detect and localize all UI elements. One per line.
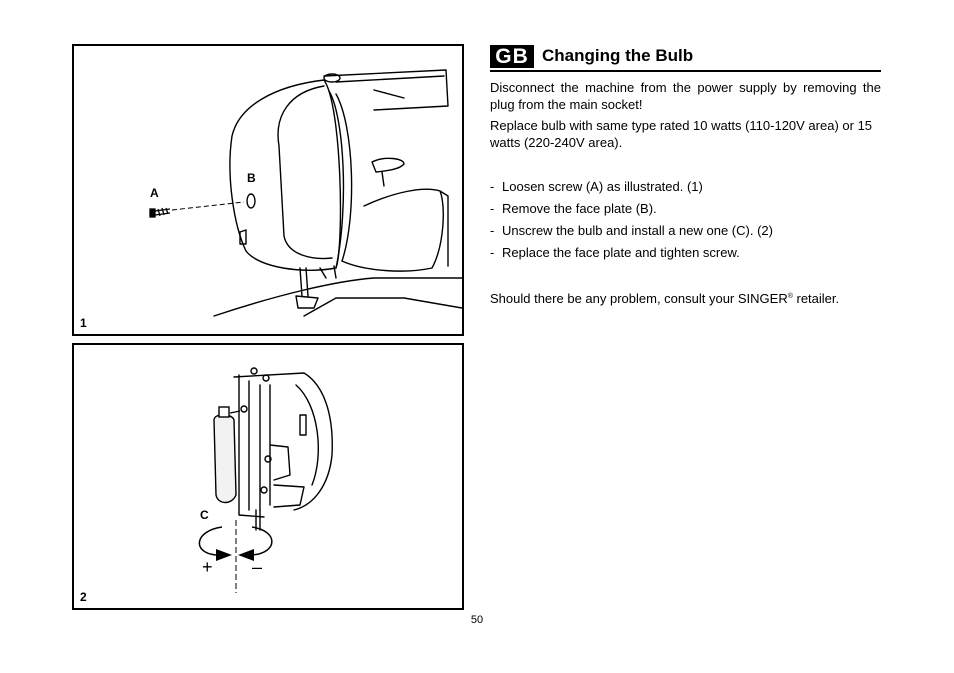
sewing-machine-head-illustration	[149, 69, 462, 317]
figure-number: 2	[80, 590, 87, 604]
list-item: -Replace the face plate and tighten scre…	[490, 245, 740, 260]
callout-a: A	[150, 186, 159, 200]
figure-2-bulb: C + – 2	[72, 343, 464, 610]
paragraph-bulb-rating: Replace bulb with same type rated 10 wat…	[490, 118, 873, 150]
callout-b: B	[247, 171, 256, 185]
list-item: -Loosen screw (A) as illustrated. (1)	[490, 179, 703, 194]
loosen-minus-sign: –	[252, 557, 263, 577]
list-item: -Remove the face plate (B).	[490, 201, 657, 216]
figure-1-face-plate: A B 1	[72, 44, 464, 336]
bulb-replacement-illustration	[198, 367, 333, 593]
section-header: GB Changing the Bulb	[490, 44, 881, 72]
list-item: -Unscrew the bulb and install a new one …	[490, 223, 773, 238]
page-number: 50	[470, 614, 484, 626]
callout-c: C	[200, 508, 209, 522]
instruction-steps: -Loosen screw (A) as illustrated. (1) -R…	[490, 178, 773, 266]
figure-number: 1	[80, 316, 87, 330]
section-title: Changing the Bulb	[542, 46, 694, 65]
paragraph-disconnect: Disconnect the machine from the power su…	[490, 80, 881, 112]
tighten-plus-sign: +	[202, 557, 213, 577]
note-consult-retailer: Should there be any problem, consult you…	[490, 291, 840, 306]
registered-mark: ®	[787, 293, 793, 300]
language-badge: GB	[490, 45, 534, 68]
